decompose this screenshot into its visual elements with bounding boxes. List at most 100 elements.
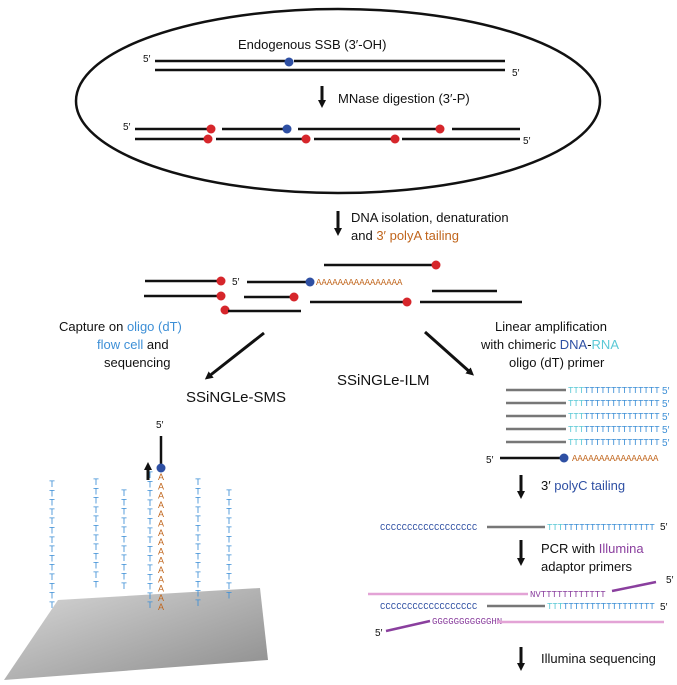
oligo-dt-letter: T	[147, 507, 153, 517]
polyt-tail: TTTTTTTTTTTTTTTTT	[563, 523, 655, 533]
oligo-dt-letter: T	[226, 553, 232, 563]
oligo-dt-letter: T	[226, 572, 232, 582]
isolation-step: DNA isolation, denaturation and 3′ polyA…	[144, 210, 522, 315]
endogenous-ssb-label: Endogenous SSB (3′-OH)	[238, 37, 386, 52]
diagonal-arrow-right	[424, 330, 474, 376]
oligo-dt-letter: T	[49, 526, 55, 536]
oligo-dt-letter: T	[49, 488, 55, 498]
oligo-dt-letter: T	[226, 525, 232, 535]
oligo-dt-letter: T	[121, 544, 127, 554]
pcr-top-primer: NVTTTTTTTTTTTT	[530, 590, 606, 600]
polya-tail: AAAAAAAAAAAAAAAA	[572, 454, 659, 464]
oligo-dt-letter: T	[121, 553, 127, 563]
diagonal-arrow-left	[204, 331, 265, 380]
polya-letter: A	[158, 546, 164, 556]
ssb-nick-dot	[305, 277, 315, 287]
five-prime-label: 5′	[662, 386, 670, 397]
polya-letter: A	[158, 481, 164, 491]
oligo-dt-letter: T	[195, 579, 201, 589]
oligo-dt-letter: T	[121, 562, 127, 572]
primer-ttt-rna: TTT	[568, 438, 585, 448]
mnase-cut-dot	[203, 134, 213, 144]
oligo-dt-letter: T	[147, 470, 153, 480]
polya-letter: A	[158, 574, 164, 584]
oligo-dt-letter: T	[147, 479, 153, 489]
flow-cell-surface	[4, 588, 268, 680]
mnase-cut-dot	[289, 292, 299, 302]
oligo-dt-letter: T	[226, 497, 232, 507]
mnase-cut-dot	[435, 124, 445, 134]
primer-ttt-rna: TTT	[568, 386, 585, 396]
oligo-dt-letter: T	[121, 497, 127, 507]
right-branch-ilm: Linear amplification with chimeric DNA-R…	[337, 319, 674, 671]
oligo-dt-letter: T	[49, 591, 55, 601]
oligo-dt-letter: T	[226, 562, 232, 572]
oligo-dt-letter: T	[195, 561, 201, 571]
primer-ttt-rna: TTT	[568, 399, 585, 409]
oligo-dt-letter: T	[226, 535, 232, 545]
mnase-digestion-label: MNase digestion (3′-P)	[338, 91, 470, 106]
oligo-dt-letter: T	[93, 570, 99, 580]
five-prime-label: 5′	[512, 68, 520, 79]
polya-letter: A	[158, 509, 164, 519]
nucleus-outline	[74, 7, 602, 195]
ttt-rna: TTT	[547, 523, 564, 533]
oligo-dt-letter: T	[195, 477, 201, 487]
linear-amp-line2: with chimeric DNA-RNA	[480, 337, 619, 352]
five-prime-label: 5′	[666, 575, 674, 586]
five-prime-label: 5′	[375, 628, 383, 639]
isolation-label-line1: DNA isolation, denaturation	[351, 210, 509, 225]
oligo-dt-letter: T	[49, 544, 55, 554]
oligo-dt-letter: T	[147, 591, 153, 601]
oligo-dt-letter: T	[93, 486, 99, 496]
ssb-nick-dot	[284, 57, 294, 67]
oligo-dt-letter: T	[121, 516, 127, 526]
oligo-dt-letter: T	[195, 589, 201, 599]
oligo-dt-letter: T	[226, 581, 232, 591]
mnase-cut-dot	[216, 291, 226, 301]
polya-letter: A	[158, 593, 164, 603]
oligo-dt-letter: T	[147, 526, 153, 536]
oligo-dt-letter: T	[195, 551, 201, 561]
polya-letter: A	[158, 565, 164, 575]
oligo-dt-letter: T	[49, 507, 55, 517]
illumina-sequencing-label: Illumina sequencing	[541, 651, 656, 666]
five-prime-label: 5′	[523, 136, 531, 147]
oligo-dt-letter: T	[147, 498, 153, 508]
capture-label-line2: flow cell and	[97, 337, 169, 352]
oligo-dt-letter: T	[147, 489, 153, 499]
primer-polyt: TTTTTTTTTTTTTT	[584, 425, 660, 435]
oligo-dt-letter: T	[49, 516, 55, 526]
oligo-dt-letter: T	[121, 581, 127, 591]
capture-label-line3: sequencing	[104, 355, 171, 370]
oligo-dt-letter: T	[226, 590, 232, 600]
oligo-dt-letter: T	[93, 514, 99, 524]
oligo-dt-letter: T	[121, 535, 127, 545]
oligo-dt-letter: T	[49, 563, 55, 573]
oligo-dt-letter: T	[147, 572, 153, 582]
oligo-dt-letter: T	[49, 479, 55, 489]
oligo-dt-letter: T	[147, 600, 153, 610]
polya-tail: AAAAAAAAAAAAAAAA	[316, 278, 403, 288]
oligo-dt-letter: T	[49, 600, 55, 610]
oligo-dt-letter: T	[49, 581, 55, 591]
polya-letter: A	[158, 491, 164, 501]
ssb-nick-dot	[559, 453, 569, 463]
oligo-dt-letter: T	[93, 542, 99, 552]
mnase-cut-dot	[431, 260, 441, 270]
ssingle-ilm-label: SSiNGLe-ILM	[337, 372, 430, 389]
oligo-dt-letter: T	[49, 498, 55, 508]
primer-polyt: TTTTTTTTTTTTTT	[584, 412, 660, 422]
primer-ttt-rna: TTT	[568, 412, 585, 422]
oligo-dt-letter: T	[226, 488, 232, 498]
pcr-bottom-primer: GGGGGGGGGGGHN	[432, 617, 502, 627]
ttt-rna: TTT	[547, 602, 564, 612]
five-prime-label: 5′	[143, 54, 151, 65]
oligo-dt-letter: T	[147, 544, 153, 554]
oligo-dt-letter: T	[93, 496, 99, 506]
oligo-dt-letter: T	[121, 507, 127, 517]
ssb-nick-dot	[156, 463, 166, 473]
oligo-dt-letter: T	[195, 514, 201, 524]
polyt-tail: TTTTTTTTTTTTTTTTT	[563, 602, 655, 612]
